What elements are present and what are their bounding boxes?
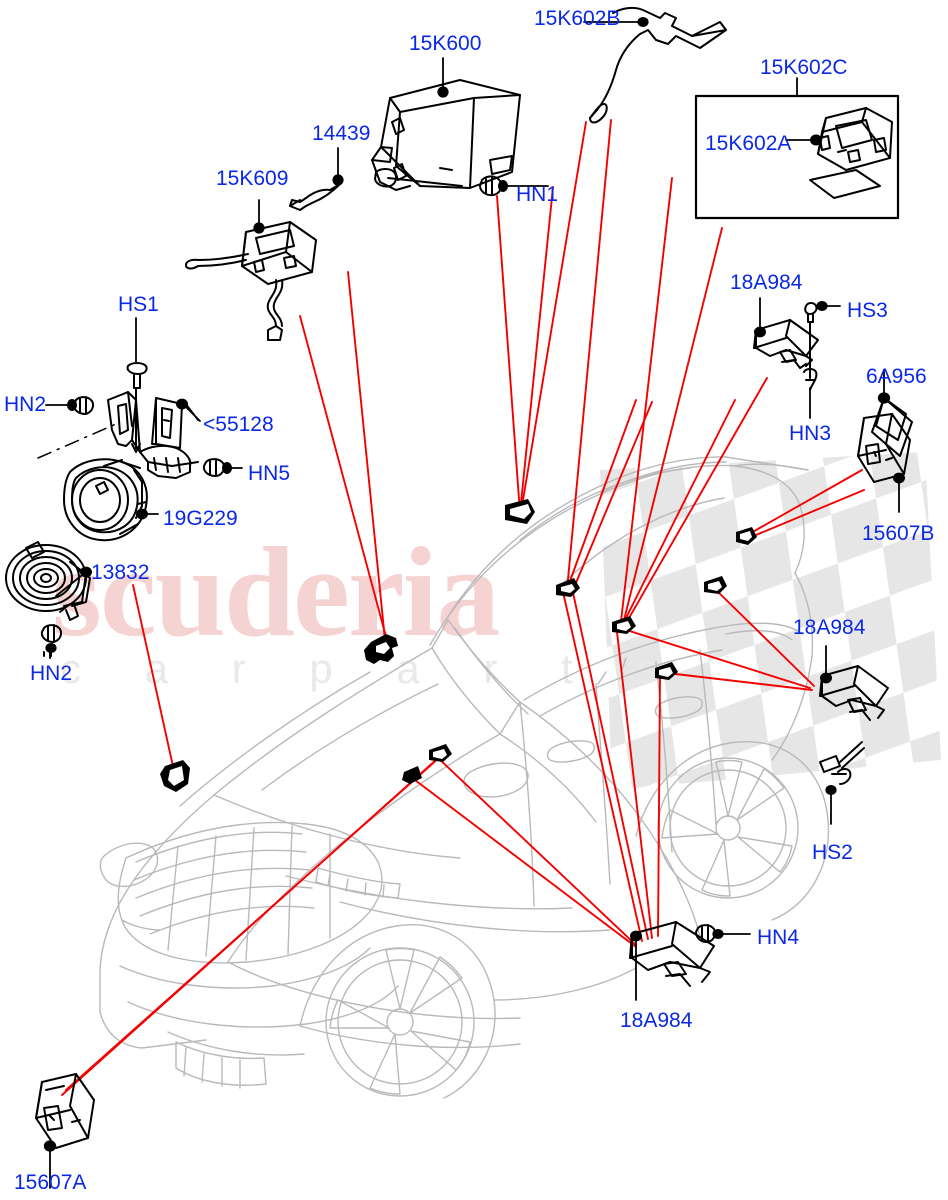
label-15K609: 15K609 xyxy=(216,167,289,190)
label-18A984-front: 18A984 xyxy=(620,1009,693,1032)
part-15K600 xyxy=(371,79,521,191)
part-HN4 xyxy=(695,924,751,943)
vehicle-sensor-marks xyxy=(160,499,757,792)
part-HS2 xyxy=(819,741,865,785)
label-HS3: HS3 xyxy=(847,299,888,322)
label-HN2-lower: HN2 xyxy=(30,662,73,685)
part-HN2-lower xyxy=(40,624,63,657)
label-15K602B: 15K602B xyxy=(534,7,621,30)
part-15K602A xyxy=(809,107,893,199)
label-15607B: 15607B xyxy=(862,522,935,545)
part-HN1 xyxy=(479,175,549,197)
label-HS1: HS1 xyxy=(118,293,159,316)
label-15K602A: 15K602A xyxy=(705,132,792,155)
part-55128 xyxy=(107,391,199,479)
label-HN1: HN1 xyxy=(516,183,559,206)
label-15K602C: 15K602C xyxy=(760,56,848,79)
label-HS2: HS2 xyxy=(812,841,853,864)
part-HS3 xyxy=(803,302,818,391)
part-15K609 xyxy=(185,221,317,341)
label-18A984-rear-upper: 18A984 xyxy=(730,271,803,294)
part-13832 xyxy=(5,541,91,621)
part-HS1 xyxy=(126,362,148,453)
label-18A984-rear-lower: 18A984 xyxy=(793,616,866,639)
label-55128: <55128 xyxy=(203,413,274,436)
label-19G229: 19G229 xyxy=(163,507,238,530)
part-HN5 xyxy=(202,458,243,477)
part-15607B xyxy=(857,413,911,483)
watermark-tagline: c a r p a r t s xyxy=(60,645,684,692)
checkered-flag-icon xyxy=(600,452,941,790)
part-18A984-front xyxy=(629,921,715,987)
label-HN2-upper: HN2 xyxy=(4,393,47,416)
label-HN3: HN3 xyxy=(789,422,832,445)
label-15607A: 15607A xyxy=(14,1171,87,1194)
label-15K600: 15K600 xyxy=(409,32,482,55)
part-HN2-upper xyxy=(45,396,95,415)
label-HN4: HN4 xyxy=(757,926,800,949)
label-HN5: HN5 xyxy=(248,462,291,485)
label-14439: 14439 xyxy=(312,122,371,145)
label-13832: 13832 xyxy=(91,561,150,584)
inset-box-15K602C xyxy=(694,94,900,220)
part-15K602B xyxy=(589,6,727,124)
label-6A956: 6A956 xyxy=(866,365,927,388)
part-14439 xyxy=(289,183,341,211)
watermark-brand: scuderia xyxy=(52,521,500,663)
part-18A984-rear-upper xyxy=(753,319,819,369)
part-19G229 xyxy=(63,458,148,542)
part-18A984-rear-lower xyxy=(819,665,889,721)
part-15607A xyxy=(35,1073,95,1149)
